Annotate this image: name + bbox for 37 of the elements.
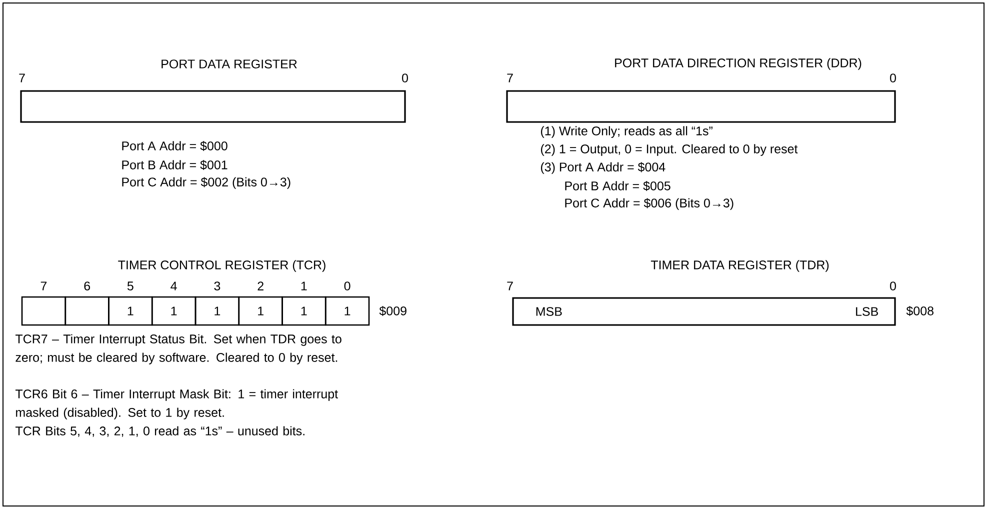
bit-cell: 1: [151, 296, 196, 326]
bit-cell: 1: [282, 296, 326, 326]
bit-number: 5: [127, 282, 134, 290]
bit-cell: 1: [324, 296, 370, 326]
address-label: $008: [906, 306, 934, 316]
bit-number: 2: [258, 282, 264, 290]
bit-number: 4: [170, 282, 177, 290]
bit-number: 6: [84, 282, 90, 290]
note-text: TCR6 Bit 6 – Timer Interrupt Mask Bit: 1 = timer interrupt masked (disabled). Set to 1 by reset.: [15, 389, 338, 420]
note-text: (3) Port A Addr = $004: [540, 162, 666, 174]
bit-number: 7: [507, 282, 513, 290]
address-note: Port C Addr = $002 (Bits 0→3): [122, 177, 290, 189]
bit-number: 7: [40, 282, 47, 290]
bit-cell: 1: [108, 296, 153, 326]
register-box: MSB LSB: [512, 297, 896, 326]
bit-number: 1: [301, 282, 307, 290]
address-note: Port C Addr = $006 (Bits 0→3): [565, 198, 734, 210]
register-title: PORT DATA REGISTER: [162, 60, 297, 68]
register-title: PORT DATA DIRECTION REGISTER (DDR): [615, 58, 862, 70]
register-title: TIMER DATA REGISTER (TDR): [650, 260, 829, 272]
address-note: Port A Addr = $000: [122, 140, 228, 152]
bit-number: 0: [402, 74, 408, 82]
bit-number: 3: [214, 282, 220, 290]
bit-cell: 1: [238, 296, 283, 326]
note-text: (2) 1 = Output, 0 = Input. Cleared to 0 by reset: [540, 144, 798, 156]
bit-number: 0: [344, 282, 350, 290]
bit-cell: 1: [194, 296, 240, 326]
register-box: [20, 90, 406, 123]
bit-number: 7: [19, 74, 25, 82]
bit-cell: [21, 296, 66, 326]
note-text: TCR Bits 5, 4, 3, 2, 1, 0 read as “1s” – unused bits.: [15, 426, 304, 437]
address-note: Port B Addr = $001: [122, 160, 228, 170]
note-text: TCR7 – Timer Interrupt Status Bit. Set when TDR goes to zero; must be cleared by software. Cleared to 0 by reset.: [15, 334, 342, 364]
bit-cell: [64, 296, 110, 326]
register-title: TIMER CONTROL REGISTER (TCR): [118, 260, 326, 272]
address-note: Port B Addr = $005: [565, 180, 670, 192]
register-box: [506, 90, 896, 123]
